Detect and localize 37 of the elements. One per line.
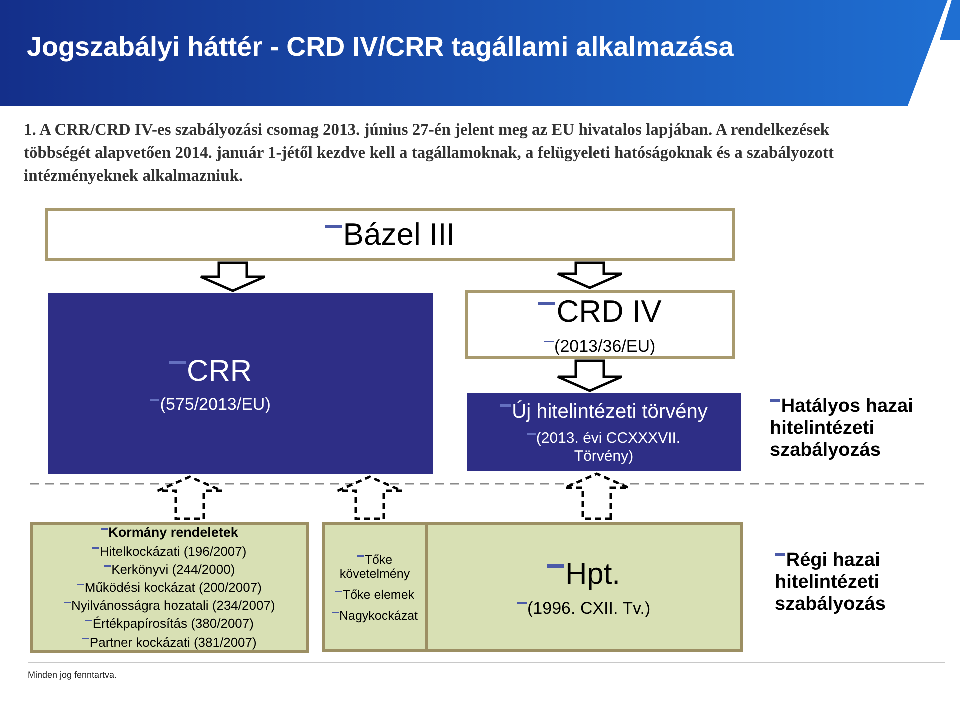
box-text: Értékpapírosítás (380/2007): [81, 616, 258, 632]
law-box: [425, 522, 743, 652]
block-arrow: [156, 476, 224, 520]
box-text: (1996. CXII. Tv.): [513, 592, 655, 619]
topic-box: [322, 522, 428, 652]
framework-box: [45, 208, 735, 261]
directive-box: [465, 290, 735, 359]
block-arrow: [336, 476, 404, 520]
note-text: Régi hazai hitelintézeti szabályozás: [775, 550, 955, 616]
box-text: Nyilvánosságra hozatali (234/2007): [60, 598, 280, 614]
box-text: Bázel III: [320, 215, 460, 254]
slide-title: Jogszabályi háttér - CRD IV/CRR tagállami alkalmazása: [27, 31, 735, 64]
box-heading: Kormány rendeletek: [96, 525, 242, 541]
note-text: Hatályos hazai hitelintézeti szabályozás: [770, 396, 960, 462]
box-heading: Tőke követelmény: [325, 550, 425, 582]
box-text: (575/2013/EU): [146, 389, 275, 416]
intro-paragraph: 1. A CRR/CRD IV-es szabályozási csomag 2013. június 27-én jelent meg az EU hivatalos lapjában. A rendelkezések többségét alapvetően 2014. január 1-jétől kezdve kell a tagállamoknak, a felügyeleti hatóságoknak és a szabályozott intézményeknek alkalmazniuk.: [24, 119, 836, 187]
footer-text: Minden jog fenntartva.: [28, 670, 118, 680]
box-text: Partner kockázati (381/2007): [78, 634, 261, 650]
law-box: [467, 393, 741, 471]
box-text: (2013. évi CCXXXVII. Törvény): [505, 424, 703, 466]
block-arrow: [564, 472, 630, 520]
box-text: Hitelkockázati (196/2007): [88, 544, 251, 560]
box-heading: Hpt.: [543, 555, 625, 593]
block-arrow: [556, 360, 624, 392]
decree-box: [30, 522, 309, 653]
regulation-box: [48, 293, 433, 474]
box-text: (2013/36/EU): [540, 330, 660, 357]
box-text: Tőke elemek: [331, 582, 419, 603]
box-heading: Új hitelintézeti törvény: [496, 398, 712, 424]
box-text: Működési kockázat (200/2007): [73, 580, 266, 596]
box-text: Nagykockázat: [328, 602, 422, 624]
block-arrow: [200, 262, 266, 292]
box-heading: CRD IV: [534, 292, 666, 331]
block-arrow: [556, 262, 624, 290]
box-heading: CRR: [165, 352, 256, 390]
box-text: Kerkönyvi (244/2000): [100, 562, 240, 578]
